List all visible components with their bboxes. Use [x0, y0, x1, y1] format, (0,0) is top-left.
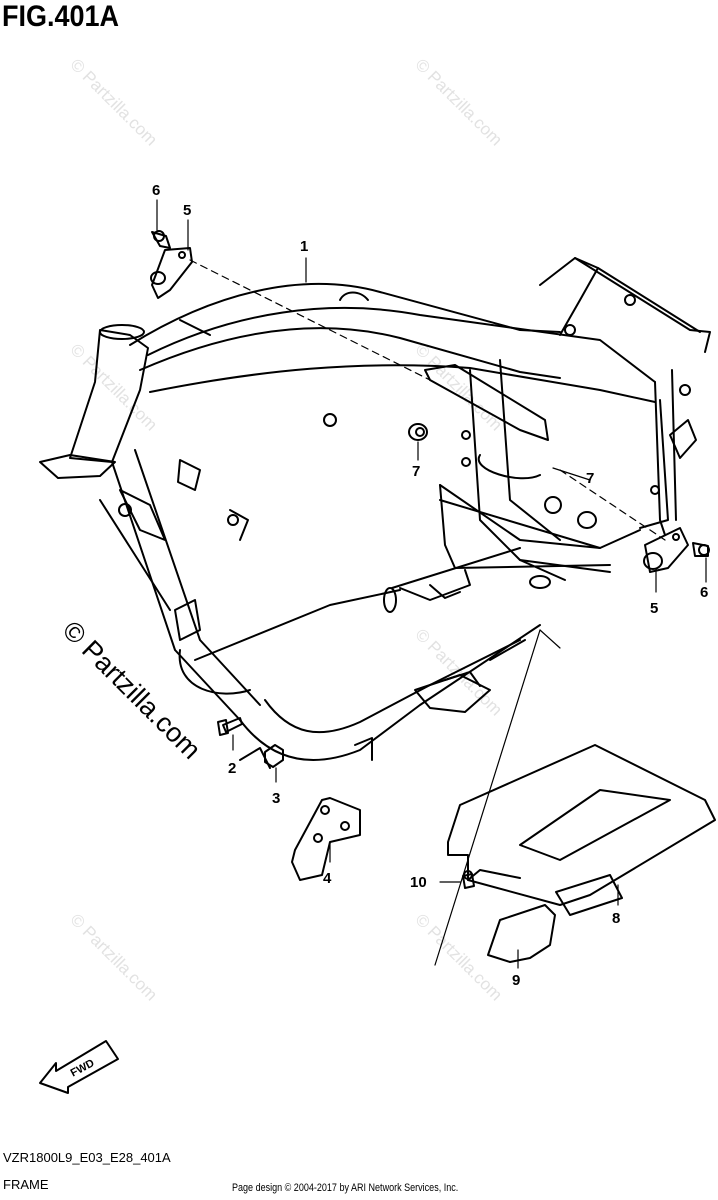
frame-part-1: [39, 257, 711, 769]
grommet-part-7-left: [408, 423, 428, 441]
bracket-part-5-right: [643, 527, 689, 573]
figure-title: FIG.401A: [2, 0, 120, 33]
callout-7-left: 7: [412, 463, 421, 480]
callout-6-right: 6: [700, 584, 709, 601]
bracket-part-4: [291, 797, 361, 881]
callout-6-top: 6: [152, 182, 161, 199]
callout-10: 10: [410, 874, 427, 891]
callout-8: 8: [612, 910, 621, 927]
callout-7-right: 7: [586, 470, 595, 487]
model-code: VZR1800L9_E03_E28_401A: [3, 1150, 171, 1165]
fwd-arrow-icon: FWD: [39, 1040, 119, 1094]
bracket-part-5-top: [150, 247, 193, 299]
callout-1: 1: [300, 238, 309, 255]
plate-part-9: [487, 904, 556, 963]
grommet-part-7-right: [577, 511, 597, 529]
callout-2: 2: [228, 760, 237, 777]
callout-9: 9: [512, 972, 521, 989]
leader-line: [539, 629, 561, 649]
section-name: FRAME: [3, 1177, 49, 1192]
cover-part-8: [447, 744, 716, 916]
callout-5-right: 5: [650, 600, 659, 617]
callout-4: 4: [323, 870, 332, 887]
callout-5-top: 5: [183, 202, 192, 219]
bolt-part-2: [217, 717, 243, 736]
leader-line-7b: [552, 467, 591, 481]
callout-3: 3: [272, 790, 281, 807]
leader-line: [434, 629, 541, 966]
nut-part-3: [264, 744, 284, 768]
bolt-part-6-right: [692, 542, 710, 557]
assembly-line: [559, 469, 666, 541]
screw-part-10: [462, 870, 475, 889]
assembly-line: [189, 259, 431, 381]
bolt-part-6-top: [151, 230, 171, 249]
page-credit: Page design © 2004-2017 by ARI Network S…: [232, 1182, 459, 1194]
